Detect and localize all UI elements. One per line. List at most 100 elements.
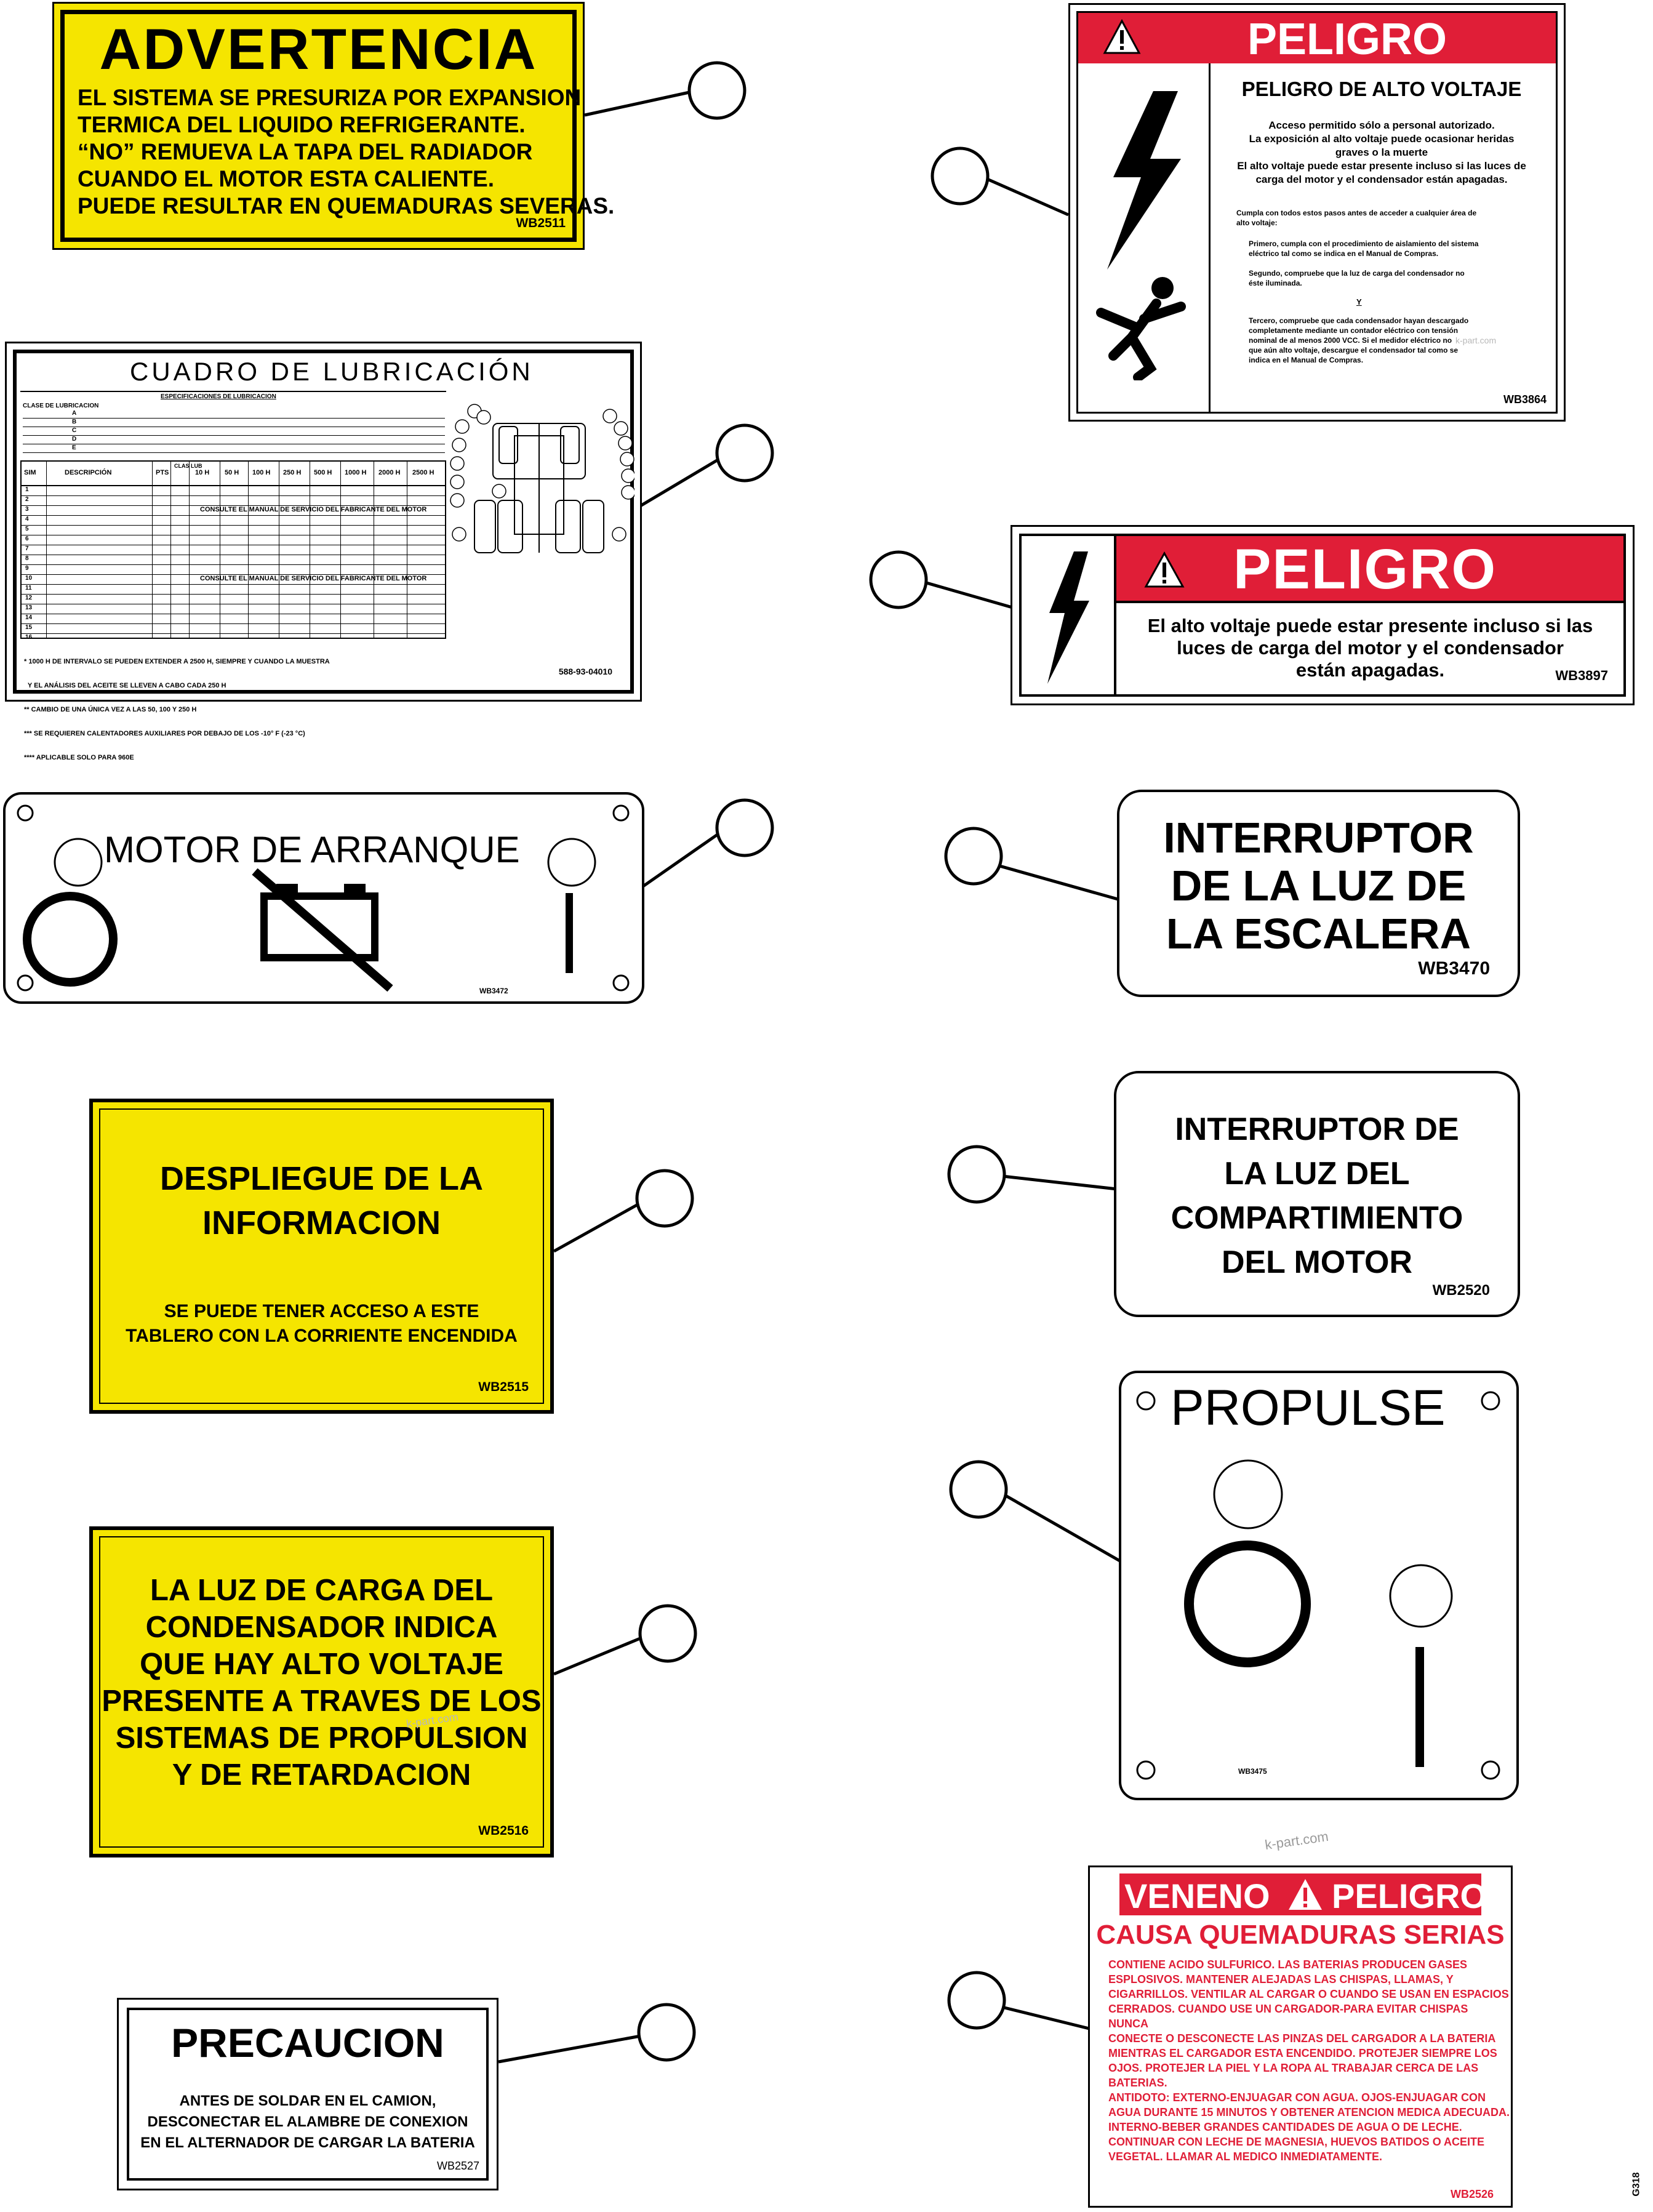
motor-arranque-title: MOTOR DE ARRANQUE xyxy=(104,829,520,870)
callout-circle xyxy=(638,1604,697,1663)
col-header: SIM xyxy=(24,469,36,476)
col-header: 50 H xyxy=(225,469,239,476)
advertencia-code: WB2511 xyxy=(516,216,566,230)
interruptor-motor-line: LA LUZ DEL xyxy=(1224,1156,1410,1192)
peligro-text: nominal de al menos 2000 VCC. Si el medi… xyxy=(1249,336,1452,345)
veneno-text: CIGARRILLOS. VENTILAR AL CARGAR O CUANDO… xyxy=(1108,1988,1509,2000)
veneno-header: VENENO PELIGRO xyxy=(1119,1873,1487,1915)
row-number: 11 xyxy=(25,585,32,591)
col-header: 1000 H xyxy=(345,469,367,476)
luz-carga-line: LA LUZ DE CARGA DEL xyxy=(150,1574,494,1607)
callout-circle xyxy=(931,146,990,206)
lub-table: SIM DESCRIPCIÓN PTS CLAS LUB 10 H 50 H 1… xyxy=(20,460,446,641)
lub-class: D xyxy=(23,436,445,444)
peligro-small-text: luces de carga del motor y el condensado… xyxy=(1177,637,1564,659)
propulse-label: PROPULSE WB3475 xyxy=(1119,1371,1519,1800)
row-number: 2 xyxy=(25,496,29,503)
advertencia-line: CUANDO EL MOTOR ESTA CALIENTE. xyxy=(78,166,494,191)
row-number: 15 xyxy=(25,624,33,631)
veneno-text: VEGETAL. LLAMAR AL MEDICO INMEDIATAMENTE… xyxy=(1108,2150,1382,2163)
peligro-small-label: PELIGRO El alto voltaje puede estar pres… xyxy=(1011,525,1635,705)
despliegue-title: DESPLIEGUE DE LA xyxy=(159,1160,484,1197)
lub-note: *** SE REQUIEREN CALENTADORES AUXILIARES… xyxy=(24,730,305,737)
propulse-title: PROPULSE xyxy=(1171,1380,1446,1436)
interruptor-motor-label: INTERRUPTOR DE LA LUZ DEL COMPARTIMIENTO… xyxy=(1114,1071,1520,1317)
peligro-text: Segundo, compruebe que la luz de carga d… xyxy=(1249,269,1465,278)
col-header: 100 H xyxy=(252,469,271,476)
lub-class: B xyxy=(23,419,445,427)
interruptor-escalera-line: DE LA LUZ DE xyxy=(1171,862,1467,910)
propulse-code: WB3475 xyxy=(1238,1767,1267,1776)
lub-note: * 1000 H DE INTERVALO SE PUEDEN EXTENDER… xyxy=(24,658,330,665)
callout-circle xyxy=(635,1169,694,1228)
veneno-header-left: VENENO xyxy=(1124,1877,1270,1915)
interruptor-motor-code: WB2520 xyxy=(1432,1282,1490,1299)
lub-consult-text: CONSULTE EL MANUAL DE SERVICIO DEL FABRI… xyxy=(200,575,427,582)
warning-triangle-icon xyxy=(1144,551,1185,588)
precaucion-code: WB2527 xyxy=(436,2160,479,2172)
watermark: k-part.com xyxy=(1455,335,1497,345)
callout-circle xyxy=(687,61,746,120)
lub-class: A xyxy=(23,410,445,419)
precaucion-text: DESCONECTAR EL ALAMBRE DE CONEXION xyxy=(147,2114,468,2130)
callout-circle xyxy=(944,827,1003,886)
veneno-text: CONECTE O DESCONECTE LAS PINZAS DEL CARG… xyxy=(1108,2032,1496,2045)
row-number: 8 xyxy=(25,555,29,562)
callout-circle xyxy=(715,423,774,483)
interruptor-motor-line: COMPARTIMIENTO xyxy=(1171,1200,1463,1236)
veneno-text: CONTIENE ACIDO SULFURICO. LAS BATERIAS P… xyxy=(1108,1958,1468,1971)
peligro-text: que aún alto voltaje, descargue el conde… xyxy=(1249,346,1459,355)
row-number: 13 xyxy=(25,604,33,611)
peligro-text: carga del motor y el condensador están a… xyxy=(1255,174,1508,185)
veneno-text: MIENTRAS EL CARGADOR ESTA ENCENDIDO. PRO… xyxy=(1108,2047,1497,2059)
veneno-subtitle: CAUSA QUEMADURAS SERIAS xyxy=(1096,1920,1505,1950)
peligro-text: eléctrico tal como se indica en el Manua… xyxy=(1249,249,1439,258)
motor-arranque-label: MOTOR DE ARRANQUE WB3472 xyxy=(3,792,644,1004)
peligro-text: Y xyxy=(1356,297,1362,307)
peligro-text: Primero, cumpla con el procedimiento de … xyxy=(1249,239,1479,248)
col-header: 250 H xyxy=(283,469,302,476)
row-number: 12 xyxy=(25,595,33,601)
despliegue-label: DESPLIEGUE DE LA INFORMACION SE PUEDE TE… xyxy=(89,1099,554,1414)
col-header: PTS xyxy=(156,469,169,476)
propulse-graphics xyxy=(1136,1391,1500,1780)
despliegue-body: TABLERO CON LA CORRIENTE ENCENDIDA xyxy=(126,1326,518,1346)
col-header: 500 H xyxy=(314,469,332,476)
row-number: 3 xyxy=(25,506,29,513)
veneno-text: ESPLOSIVOS. MANTENER ALEJADAS LAS CHISPA… xyxy=(1108,1973,1454,1986)
callout-circle xyxy=(949,1460,1008,1519)
peligro-text: alto voltaje: xyxy=(1236,218,1278,227)
lub-consult-text: CONSULTE EL MANUAL DE SERVICIO DEL FABRI… xyxy=(200,506,427,513)
peligro-small-text: El alto voltaje puede estar presente inc… xyxy=(1147,615,1593,636)
luz-carga-line: SISTEMAS DE PROPULSION xyxy=(115,1721,528,1755)
veneno-text: BATERIAS. xyxy=(1108,2077,1167,2089)
col-header: 2500 H xyxy=(412,469,434,476)
advertencia-title: ADVERTENCIA xyxy=(99,17,538,81)
electrocuted-person-icon xyxy=(1096,277,1186,380)
interruptor-escalera-label: INTERRUPTOR DE LA LUZ DE LA ESCALERA WB3… xyxy=(1117,790,1520,997)
luz-carga-line: QUE HAY ALTO VOLTAJE xyxy=(140,1648,503,1681)
col-header: 2000 H xyxy=(378,469,401,476)
luz-carga-code: WB2516 xyxy=(478,1824,529,1838)
veneno-text: CERRADOS. CUANDO USE UN CARGADOR-PARA EV… xyxy=(1108,2003,1468,2030)
peligro-small-header: PELIGRO xyxy=(1233,538,1497,601)
mounting-holes-icon xyxy=(17,804,630,992)
lub-class: E xyxy=(23,444,445,453)
row-number: 14 xyxy=(25,614,33,621)
veneno-text: ANTIDOTO: EXTERNO-ENJUAGAR CON AGUA. OJO… xyxy=(1108,2091,1486,2104)
lub-note: ** CAMBIO DE UNA ÚNICA VEZ A LAS 50, 100… xyxy=(24,706,197,713)
truck-diagram-icon xyxy=(450,404,634,553)
callout-circle xyxy=(947,1145,1006,1204)
row-number: 6 xyxy=(25,535,29,542)
luz-carga-line: Y DE RETARDACION xyxy=(172,1758,471,1792)
lub-note: **** APLICABLE SOLO PARA 960E xyxy=(24,754,134,761)
high-voltage-icon xyxy=(1107,91,1181,270)
veneno-text: CONTINUAR CON LECHE DE MAGNESIA, HUEVOS … xyxy=(1108,2136,1485,2148)
row-number: 5 xyxy=(25,526,29,532)
peligro-header: PELIGRO xyxy=(1078,13,1556,64)
lubrication-chart-label: CUADRO DE LUBRICACIÓN ESPECIFICACIONES D… xyxy=(5,342,642,761)
col-header: DESCRIPCIÓN xyxy=(65,469,112,476)
advertencia-line: “NO” REMUEVA LA TAPA DEL RADIADOR xyxy=(78,139,533,164)
